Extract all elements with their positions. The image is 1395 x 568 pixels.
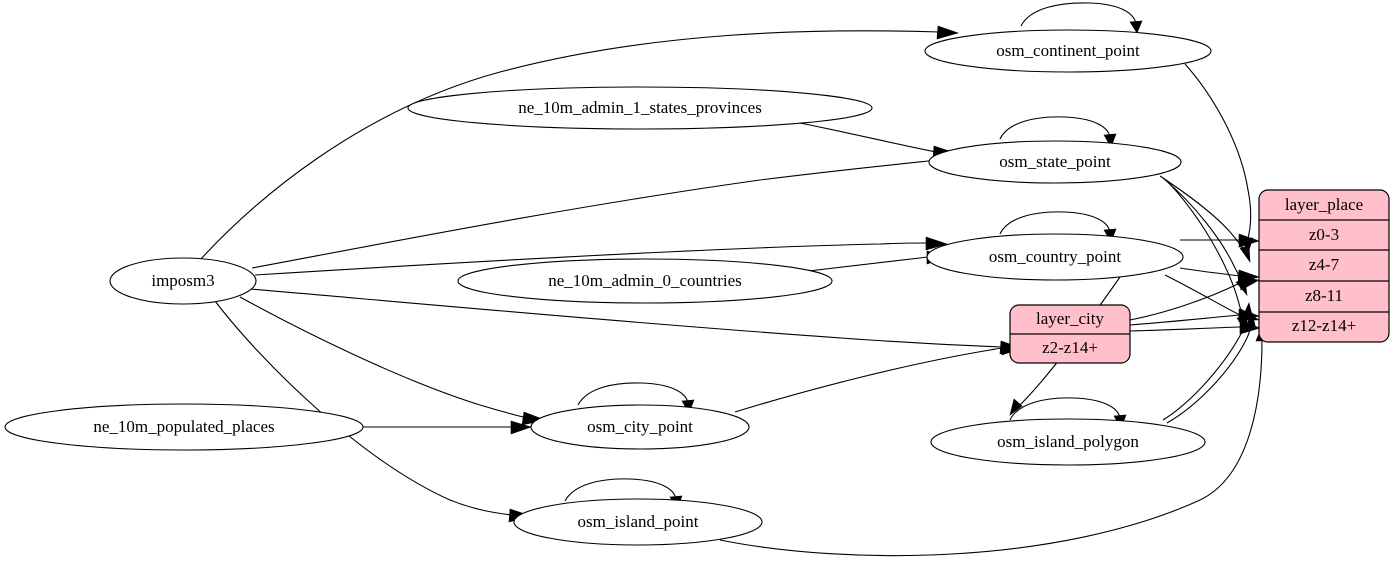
node-label-osm-continent-point: osm_continent_point — [996, 41, 1140, 60]
edge-imposm3-to-osm-city-point — [239, 296, 547, 426]
node-label-osm-country-point: osm_country_point — [989, 247, 1121, 266]
record-node-layer-city[interactable]: layer_city z2-z14+ — [1009, 304, 1131, 364]
edge-osm-country-point-to-layer-place-a — [1180, 233, 1260, 248]
node-ne-10m-populated-places[interactable]: ne_10m_populated_places — [4, 403, 364, 451]
record-title-layer-city: layer_city — [1036, 309, 1104, 328]
node-osm-continent-point[interactable]: osm_continent_point — [924, 29, 1212, 73]
record-row-layer-place-3[interactable]: z12-z14+ — [1292, 316, 1356, 335]
node-label-osm-state-point: osm_state_point — [999, 152, 1111, 171]
edge-osm-island-polygon-to-layer-place-a — [1162, 302, 1254, 421]
edge-ne-populated-to-osm-city-point — [363, 420, 532, 435]
node-label-osm-island-point: osm_island_point — [578, 512, 699, 531]
node-label-imposm3: imposm3 — [151, 271, 214, 290]
record-row-layer-place-0[interactable]: z0-3 — [1309, 225, 1339, 244]
node-ne-10m-admin-1-states-provinces[interactable]: ne_10m_admin_1_states_provinces — [407, 86, 873, 130]
node-layer: osm_continent_point ne_10m_admin_1_state… — [4, 29, 1390, 546]
node-osm-country-point[interactable]: osm_country_point — [926, 233, 1184, 281]
node-label-osm-island-polygon: osm_island_polygon — [997, 432, 1139, 451]
edge-ne-admin0-to-osm-country-point — [799, 250, 950, 273]
node-imposm3[interactable]: imposm3 — [109, 257, 257, 305]
node-label-osm-city-point: osm_city_point — [587, 417, 693, 436]
node-osm-island-polygon[interactable]: osm_island_polygon — [930, 418, 1206, 466]
node-label-ne-admin0: ne_10m_admin_0_countries — [548, 271, 742, 290]
edge-imposm3-to-osm-continent-point — [199, 25, 959, 261]
edge-osm-state-point-self-loop — [999, 116, 1117, 148]
edge-ne-admin1-to-osm-state-point — [799, 122, 957, 160]
edge-layer-city-to-layer-place-a — [1129, 276, 1260, 321]
record-row-layer-place-1[interactable]: z4-7 — [1309, 255, 1340, 274]
node-ne-10m-admin-0-countries[interactable]: ne_10m_admin_0_countries — [457, 258, 833, 304]
node-osm-island-point[interactable]: osm_island_point — [513, 498, 763, 546]
node-label-ne-populated: ne_10m_populated_places — [93, 417, 274, 436]
record-node-layer-place[interactable]: layer_place z0-3 z4-7 z8-11 z12-z14+ — [1258, 189, 1390, 343]
record-row-layer-place-2[interactable]: z8-11 — [1305, 286, 1343, 305]
edge-osm-continent-point-to-layer-place — [1184, 63, 1254, 254]
edge-imposm3-to-osm-country-point — [254, 236, 949, 276]
record-row-layer-city-0[interactable]: z2-z14+ — [1042, 338, 1098, 357]
edge-osm-state-point-to-layer-place-a — [1159, 175, 1251, 264]
node-label-ne-admin1: ne_10m_admin_1_states_provinces — [518, 98, 762, 117]
edge-osm-city-point-to-layer-city — [734, 341, 1023, 413]
record-title-layer-place: layer_place — [1285, 195, 1363, 214]
node-osm-city-point[interactable]: osm_city_point — [530, 404, 750, 450]
edge-layer-city-to-layer-place-b — [1129, 308, 1260, 326]
edge-imposm3-to-osm-state-point — [251, 153, 957, 269]
edge-osm-continent-point-self-loop — [1020, 2, 1143, 34]
node-osm-state-point[interactable]: osm_state_point — [928, 140, 1182, 184]
edge-osm-island-polygon-to-layer-place-b — [1166, 312, 1257, 424]
